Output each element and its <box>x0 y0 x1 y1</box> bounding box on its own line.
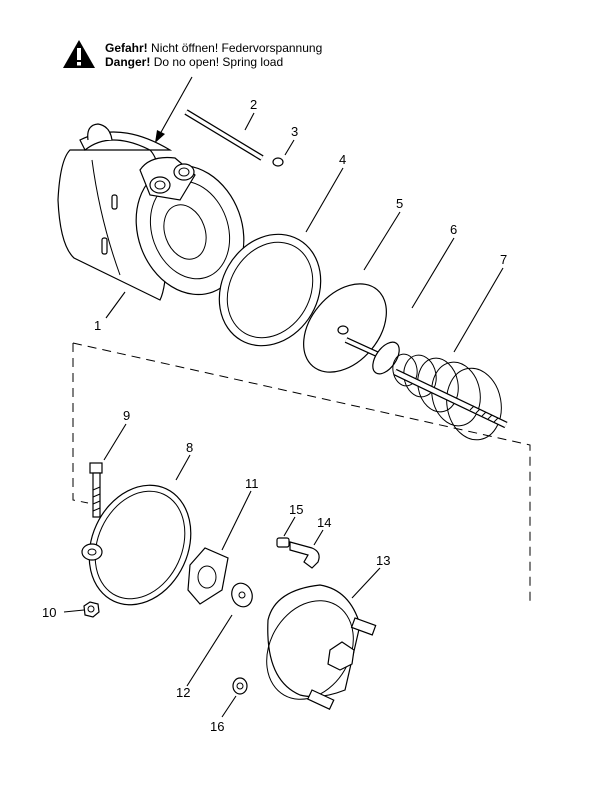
warning-line-de: Gefahr! Nicht öffnen! Federvorspannung <box>105 41 323 55</box>
callout-6: 6 <box>450 222 457 237</box>
warning-box: Gefahr! Nicht öffnen! Federvorspannung D… <box>62 39 362 71</box>
callout-10: 10 <box>42 605 56 620</box>
callout-7: 7 <box>500 252 507 267</box>
part-3-nut <box>272 157 284 167</box>
callout-12: 12 <box>176 685 190 700</box>
part-7-spring <box>392 353 508 441</box>
warning-triangle-icon <box>63 40 95 68</box>
part-14-elbow <box>289 541 320 569</box>
part-1-housing <box>57 123 245 301</box>
part-13-brake-chamber <box>266 584 377 711</box>
callout-15: 15 <box>289 502 303 517</box>
callout-16: 16 <box>210 719 224 734</box>
leader-lines <box>63 112 504 718</box>
warning-line-en: Danger! Do no open! Spring load <box>105 55 284 69</box>
part-2-rod <box>184 109 264 161</box>
part-9-bolt <box>89 462 103 518</box>
callout-4: 4 <box>339 152 346 167</box>
part-10-hex-nut <box>83 601 100 618</box>
callout-9: 9 <box>123 408 130 423</box>
assembly-dashed-line <box>72 342 531 605</box>
part-12-washer <box>231 582 253 608</box>
part-6-piston-shaft <box>344 337 400 375</box>
callout-14: 14 <box>317 515 331 530</box>
part-15-fitting <box>276 537 290 548</box>
warning-arrow <box>155 76 193 143</box>
callout-1: 1 <box>94 318 101 333</box>
callout-11: 11 <box>245 476 259 491</box>
part-11-gasket <box>187 547 229 605</box>
callout-labels: 1 2 3 4 5 6 7 8 9 10 11 12 13 14 15 16 <box>42 97 507 734</box>
part-16-plug <box>232 677 248 695</box>
part-8-clamp-ring <box>81 484 192 606</box>
callout-2: 2 <box>250 97 257 112</box>
callout-8: 8 <box>186 440 193 455</box>
callout-5: 5 <box>396 196 403 211</box>
callout-3: 3 <box>291 124 298 139</box>
part-4-seal-ring <box>218 233 322 347</box>
callout-13: 13 <box>376 553 390 568</box>
